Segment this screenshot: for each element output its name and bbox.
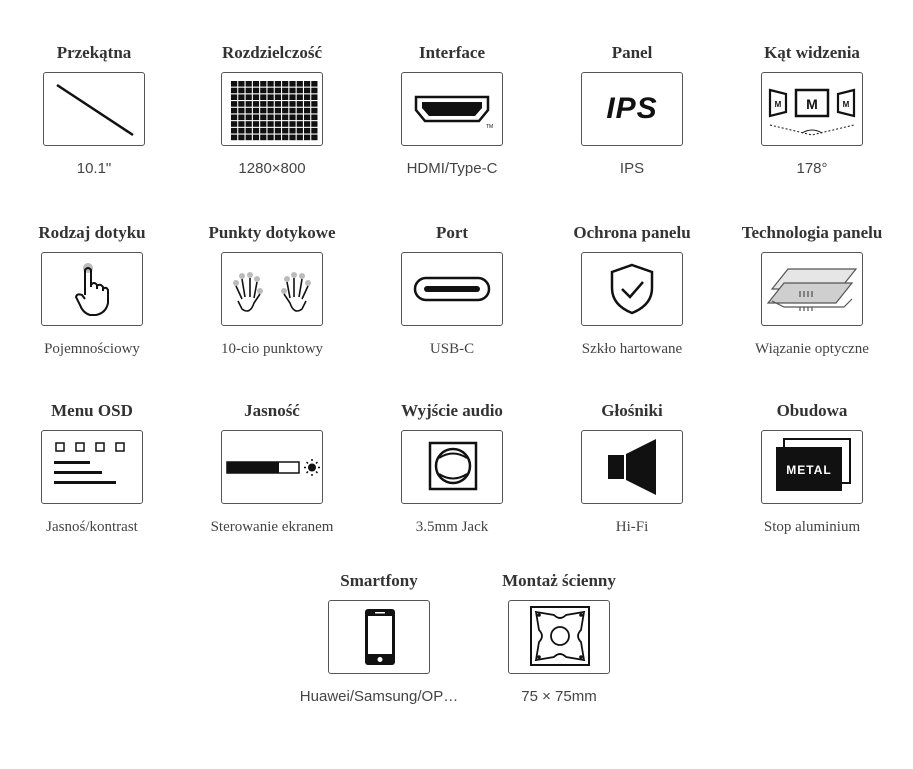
- feature-title: Panel: [611, 43, 653, 62]
- feature-ochrona-panelu: Ochrona panelu Szkło hartowane: [542, 223, 722, 359]
- feature-title: Technologia panelu: [741, 223, 883, 242]
- feature-value: 10.1": [76, 160, 112, 177]
- feature-title: Przekątna: [56, 43, 132, 62]
- feature-value: 178°: [796, 160, 828, 177]
- diagonal-line-icon: [43, 72, 145, 146]
- feature-title: Obudowa: [776, 401, 848, 420]
- feature-rozdzielczosc: Rozdzielczość 1280×800: [182, 43, 362, 179]
- feature-title: Punkty dotykowe: [208, 223, 336, 242]
- touch-finger-icon: [41, 252, 143, 326]
- viewing-angle-left-label: M: [775, 100, 782, 109]
- feature-title: Smartfony: [340, 571, 418, 590]
- feature-rodzaj-dotyku: Rodzaj dotyku Pojemnościowy: [2, 223, 182, 359]
- feature-panel: Panel IPS IPS: [542, 43, 722, 179]
- feature-title: Rodzaj dotyku: [38, 223, 146, 242]
- feature-jasnosc: Jasność Sterowanie ekranem: [182, 401, 362, 537]
- feature-value: Szkło hartowane: [581, 341, 683, 357]
- feature-title: Port: [435, 223, 469, 242]
- feature-montaz-scienny: Montaż ścienny 75 × 75mm: [469, 571, 649, 707]
- feature-value: Stop aluminium: [763, 519, 861, 535]
- shield-check-icon: [581, 252, 683, 326]
- viewing-angle-icon-label: M: [806, 96, 818, 112]
- optical-bonding-layers-icon: [761, 252, 863, 326]
- feature-value: HDMI/Type-C: [406, 160, 498, 177]
- usb-c-port-icon: [401, 252, 503, 326]
- feature-value: Hi-Fi: [615, 519, 649, 535]
- feature-obudowa: Obudowa METAL Stop aluminium: [722, 401, 902, 537]
- ten-finger-touch-icon: [221, 252, 323, 326]
- feature-title: Jasność: [244, 401, 300, 420]
- feature-value: Sterowanie ekranem: [210, 519, 334, 535]
- feature-port: Port USB-C: [362, 223, 542, 359]
- pixel-grid-icon: [221, 72, 323, 146]
- viewing-angle-right-label: M: [843, 100, 850, 109]
- feature-value: 10-cio punktowy: [220, 341, 324, 357]
- feature-title: Interface: [418, 43, 486, 62]
- feature-przekatna: Przekątna 10.1": [4, 43, 184, 179]
- brightness-bar-icon: [221, 430, 323, 504]
- feature-title: Menu OSD: [51, 401, 133, 420]
- feature-technologia-panelu: Technologia panelu Wiązanie optyczne: [722, 223, 902, 359]
- feature-value: 1280×800: [238, 160, 306, 177]
- speaker-icon: [581, 430, 683, 504]
- feature-value: Pojemnościowy: [44, 341, 140, 357]
- feature-value: 3.5mm Jack: [415, 519, 489, 535]
- feature-title: Kąt widzenia: [764, 43, 860, 62]
- feature-title: Montaż ścienny: [502, 571, 616, 590]
- feature-value: IPS: [619, 160, 645, 177]
- feature-value: USB-C: [429, 341, 475, 357]
- feature-punkty-dotykowe: Punkty dotykowe 10-cio punktowy: [182, 223, 362, 359]
- hdmi-port-icon: TM: [401, 72, 503, 146]
- feature-kat-widzenia: Kąt widzenia M M M 178°: [722, 43, 902, 179]
- metal-housing-icon: METAL: [761, 430, 863, 504]
- feature-value: 75 × 75mm: [521, 688, 597, 705]
- feature-value: Wiązanie optyczne: [755, 341, 869, 357]
- ips-text-icon: IPS: [581, 72, 683, 146]
- feature-title: Wyjście audio: [401, 401, 503, 420]
- feature-smartfony: Smartfony Huawei/Samsung/OP…: [289, 571, 469, 707]
- feature-value: Huawei/Samsung/OP…: [299, 688, 459, 705]
- feature-glosniki: Głośniki Hi-Fi: [542, 401, 722, 537]
- feature-menu-osd: Menu OSD Jasnoś/kontrast: [2, 401, 182, 537]
- feature-title: Głośniki: [601, 401, 663, 420]
- vesa-mount-icon: [508, 600, 610, 674]
- smartphone-icon: [328, 600, 430, 674]
- feature-title: Rozdzielczość: [221, 43, 323, 62]
- metal-icon-label: METAL: [786, 463, 831, 477]
- viewing-angle-icon: M M M: [761, 72, 863, 146]
- feature-value: Jasnoś/kontrast: [46, 519, 138, 535]
- ips-icon-text: IPS: [606, 92, 658, 125]
- osd-menu-icon: [41, 430, 143, 504]
- feature-wyjscie-audio: Wyjście audio 3.5mm Jack: [362, 401, 542, 537]
- feature-interface: Interface TM HDMI/Type-C: [362, 43, 542, 179]
- svg-text:TM: TM: [486, 124, 493, 130]
- feature-title: Ochrona panelu: [573, 223, 691, 242]
- audio-jack-icon: [401, 430, 503, 504]
